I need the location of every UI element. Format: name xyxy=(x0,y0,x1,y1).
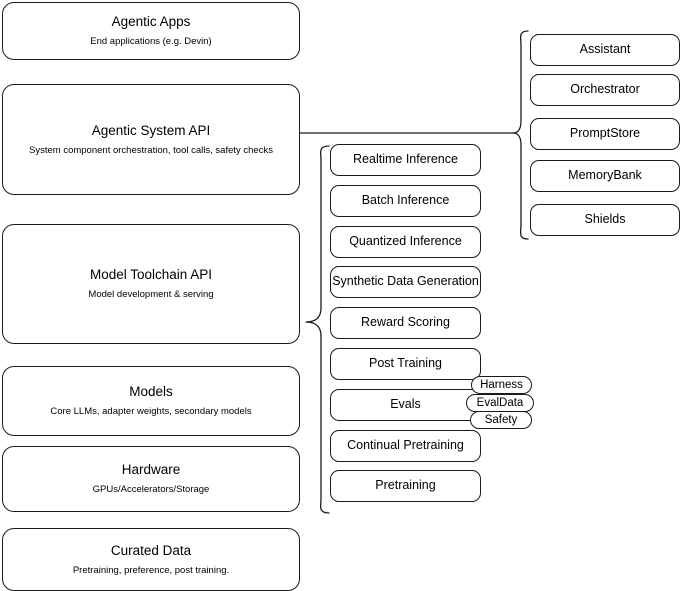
layer-title: Agentic Apps xyxy=(111,14,191,30)
box-label: Post Training xyxy=(369,356,442,371)
toolchain-post-training[interactable]: Post Training xyxy=(330,348,481,380)
toolchain-batch-inference[interactable]: Batch Inference xyxy=(330,185,481,217)
system-orchestrator[interactable]: Orchestrator xyxy=(530,74,680,106)
layer-subtitle: Pretraining, preference, post training. xyxy=(72,564,230,576)
layer-subtitle: System component orchestration, tool cal… xyxy=(29,144,273,156)
layer-hardware[interactable]: Hardware GPUs/Accelerators/Storage xyxy=(2,446,300,512)
layer-title: Hardware xyxy=(121,462,181,478)
box-label: MemoryBank xyxy=(568,168,642,183)
box-label: Quantized Inference xyxy=(349,234,462,249)
layer-subtitle: Model development & serving xyxy=(88,289,214,300)
chip-label: EvalData xyxy=(476,397,524,409)
chip-label: Safety xyxy=(484,414,518,426)
toolchain-components-brace xyxy=(305,145,330,514)
evals-chip-safety[interactable]: Safety xyxy=(470,411,532,429)
box-label: Pretraining xyxy=(375,478,436,493)
system-components-brace xyxy=(512,30,529,240)
layer-title: Model Toolchain API xyxy=(89,267,213,283)
toolchain-reward-scoring[interactable]: Reward Scoring xyxy=(330,307,481,339)
layer-subtitle: GPUs/Accelerators/Storage xyxy=(92,484,210,495)
layer-title: Agentic System API xyxy=(91,122,211,138)
box-label: Batch Inference xyxy=(361,193,450,208)
system-memorybank[interactable]: MemoryBank xyxy=(530,160,680,192)
layer-model-toolchain-api[interactable]: Model Toolchain API Model development & … xyxy=(2,224,300,344)
layer-agentic-apps[interactable]: Agentic Apps End applications (e.g. Devi… xyxy=(2,2,300,60)
box-label: Orchestrator xyxy=(570,82,640,97)
chip-label: Harness xyxy=(480,379,523,391)
layer-curated-data[interactable]: Curated Data Pretraining, preference, po… xyxy=(2,528,300,591)
box-label: Assistant xyxy=(579,42,631,57)
box-label: Continual Pretraining xyxy=(347,438,464,453)
system-assistant[interactable]: Assistant xyxy=(530,34,680,66)
toolchain-pretraining[interactable]: Pretraining xyxy=(330,470,481,502)
layer-subtitle: Core LLMs, adapter weights, secondary mo… xyxy=(50,406,252,417)
toolchain-continual-pretraining[interactable]: Continual Pretraining xyxy=(330,430,481,462)
box-label: Shields xyxy=(584,212,626,227)
system-promptstore[interactable]: PromptStore xyxy=(530,118,680,150)
toolchain-quantized-inference[interactable]: Quantized Inference xyxy=(330,226,481,258)
layer-agentic-system-api[interactable]: Agentic System API System component orch… xyxy=(2,84,300,195)
evals-chip-evaldata[interactable]: EvalData xyxy=(466,394,534,412)
toolchain-realtime-inference[interactable]: Realtime Inference xyxy=(330,144,481,176)
box-label: Evals xyxy=(390,397,421,412)
toolchain-evals[interactable]: Evals xyxy=(330,389,481,421)
layer-title: Models xyxy=(129,384,173,400)
box-label: Synthetic Data Generation xyxy=(332,274,479,289)
box-label: Realtime Inference xyxy=(353,152,458,167)
layer-title: Curated Data xyxy=(110,542,192,558)
evals-chip-harness[interactable]: Harness xyxy=(471,376,532,394)
system-shields[interactable]: Shields xyxy=(530,204,680,236)
toolchain-synthetic-data-generation[interactable]: Synthetic Data Generation xyxy=(330,266,481,298)
box-label: PromptStore xyxy=(569,126,641,141)
box-label: Reward Scoring xyxy=(361,315,450,330)
layer-models[interactable]: Models Core LLMs, adapter weights, secon… xyxy=(2,366,300,436)
layer-subtitle: End applications (e.g. Devin) xyxy=(90,36,212,47)
